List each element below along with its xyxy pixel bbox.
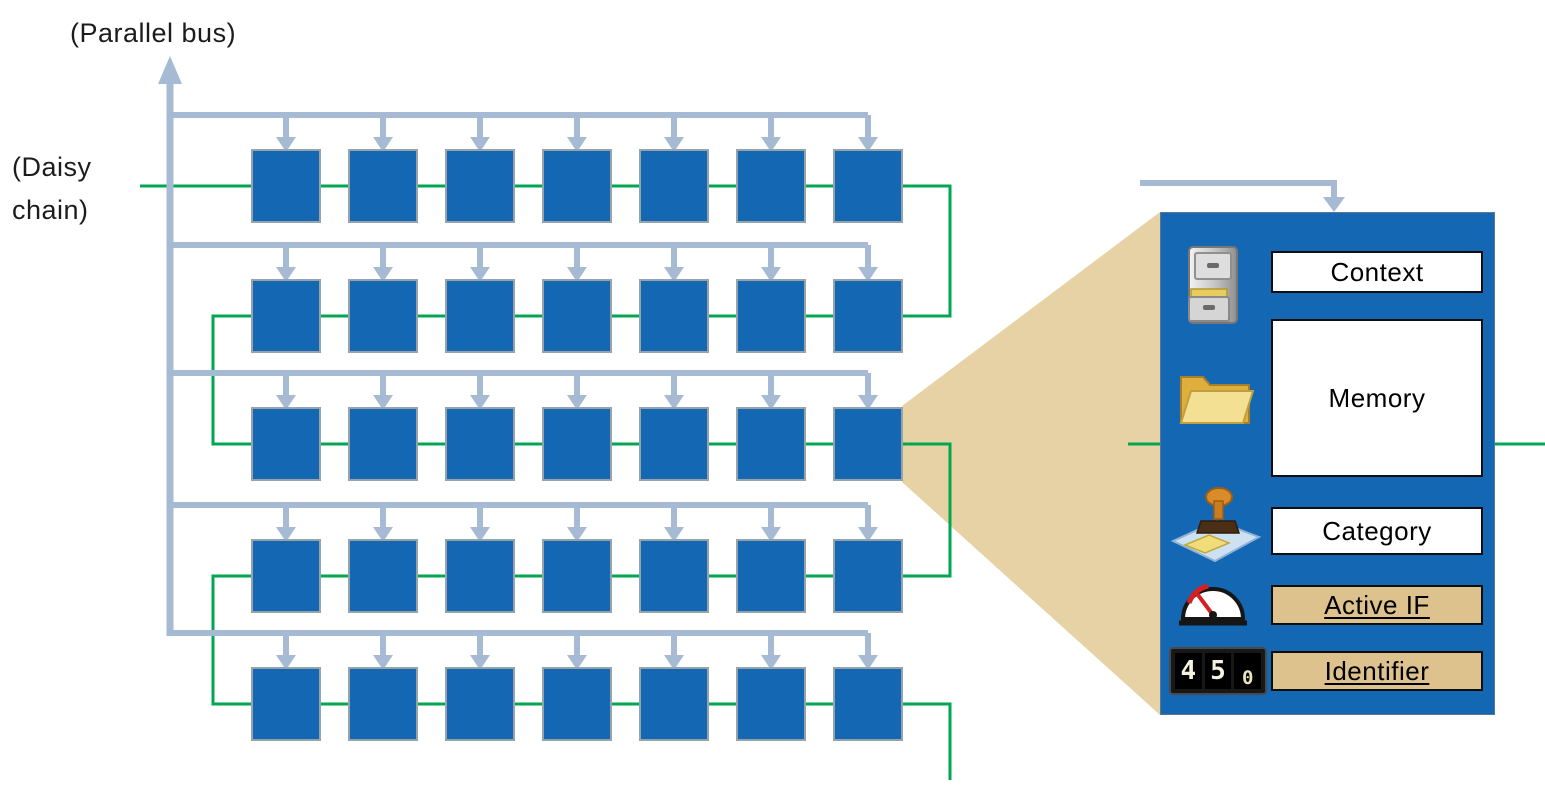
- grid-node: [348, 539, 418, 613]
- bus-arrowhead-icon: [276, 395, 296, 410]
- grid-node: [348, 407, 418, 481]
- grid-node: [251, 407, 321, 481]
- grid-node: [736, 279, 806, 353]
- bus-arrowhead-icon: [761, 527, 781, 542]
- file-cabinet-icon: [1171, 243, 1255, 333]
- counter-digit: 4: [1175, 653, 1202, 689]
- memory-label: Memory: [1328, 382, 1426, 413]
- bus-arrowhead-icon: [276, 137, 296, 152]
- grid-node: [833, 407, 903, 481]
- bus-arrowhead-icon: [664, 527, 684, 542]
- grid-node: [736, 407, 806, 481]
- panel-input-arrow: [1140, 180, 1337, 198]
- grid-node: [639, 149, 709, 223]
- bus-arrowhead-icon: [567, 655, 587, 670]
- bus-arrowhead-icon: [470, 137, 490, 152]
- grid-node: [833, 279, 903, 353]
- counter-digit-rolling: 0: [1234, 653, 1262, 689]
- grid-node: [833, 539, 903, 613]
- context-box: Context: [1271, 251, 1483, 293]
- grid-node: [833, 667, 903, 741]
- grid-node: [542, 279, 612, 353]
- bus-arrowhead-icon: [761, 137, 781, 152]
- bus-arrowhead-icon: [470, 527, 490, 542]
- daisy-chain-label-line1: (Daisy: [12, 152, 92, 182]
- grid-node: [542, 539, 612, 613]
- category-label: Category: [1322, 515, 1432, 546]
- grid-node: [445, 149, 515, 223]
- bus-arrowhead-icon: [567, 395, 587, 410]
- bus-arrowhead-icon: [761, 655, 781, 670]
- bus-arrowhead-icon: [858, 655, 878, 670]
- bus-arrowhead-icon: [373, 527, 393, 542]
- bus-arrowhead-icon: [276, 527, 296, 542]
- panel-input-arrowhead: [1323, 197, 1345, 212]
- bus-arrowhead-icon: [858, 527, 878, 542]
- grid-node: [251, 667, 321, 741]
- bus-arrowhead-icon: [470, 395, 490, 410]
- grid-node: [542, 667, 612, 741]
- gauge-icon: [1175, 573, 1251, 631]
- grid-node: [639, 407, 709, 481]
- grid-node: [736, 539, 806, 613]
- memory-box: Memory: [1271, 319, 1483, 477]
- daisy-chain-label-line2: chain): [12, 195, 89, 225]
- active-if-label: Active IF: [1324, 589, 1430, 620]
- counter-icon: 4 5 0: [1169, 647, 1267, 695]
- identifier-label: Identifier: [1324, 655, 1430, 686]
- grid-node: [833, 149, 903, 223]
- grid-node: [348, 667, 418, 741]
- grid-node: [639, 539, 709, 613]
- detail-panel: 4 5 0 Context Memory Category Active IF …: [1160, 212, 1495, 715]
- grid-node: [736, 667, 806, 741]
- grid-node: [542, 149, 612, 223]
- folder-icon: [1175, 363, 1255, 429]
- grid-node: [251, 539, 321, 613]
- bus-arrowhead-icon: [858, 137, 878, 152]
- grid-node: [445, 407, 515, 481]
- bus-arrowhead-icon: [858, 395, 878, 410]
- bus-arrowhead-icon: [276, 267, 296, 282]
- bus-arrowhead-icon: [858, 267, 878, 282]
- grid-node: [348, 149, 418, 223]
- stamp-icon: [1169, 481, 1262, 565]
- bus-arrowhead-icon: [373, 137, 393, 152]
- bus-arrowhead-icon: [664, 267, 684, 282]
- bus-arrowhead-icon: [567, 267, 587, 282]
- grid-node: [736, 149, 806, 223]
- grid-node: [348, 279, 418, 353]
- parallel-bus-label: (Parallel bus): [70, 18, 237, 48]
- bus-arrowhead-icon: [373, 267, 393, 282]
- bus-arrowhead-icon: [664, 395, 684, 410]
- counter-digit: 5: [1204, 653, 1232, 689]
- bus-arrowhead-icon: [276, 655, 296, 670]
- grid-node: [542, 407, 612, 481]
- bus-arrowhead-icon: [567, 137, 587, 152]
- grid-node: [445, 279, 515, 353]
- bus-arrowhead-icon: [373, 395, 393, 410]
- parallel-bus-axis-arrowhead: [158, 56, 182, 84]
- grid-node: [639, 667, 709, 741]
- grid-node: [445, 667, 515, 741]
- active-if-box: Active IF: [1271, 585, 1483, 625]
- bus-arrowhead-icon: [567, 527, 587, 542]
- grid-node: [639, 279, 709, 353]
- bus-arrowhead-icon: [761, 267, 781, 282]
- zoom-callout-wedge: [902, 212, 1160, 715]
- grid-node: [251, 149, 321, 223]
- grid-node: [251, 279, 321, 353]
- grid-node: [445, 539, 515, 613]
- bus-arrowhead-icon: [470, 267, 490, 282]
- bus-arrowhead-icon: [373, 655, 393, 670]
- bus-arrowhead-icon: [761, 395, 781, 410]
- daisy-chain-label: (Daisy chain): [12, 146, 92, 232]
- bus-arrowhead-icon: [470, 655, 490, 670]
- bus-arrowhead-icon: [664, 655, 684, 670]
- context-label: Context: [1330, 256, 1424, 287]
- category-box: Category: [1271, 507, 1483, 555]
- bus-arrowhead-icon: [664, 137, 684, 152]
- identifier-box: Identifier: [1271, 651, 1483, 691]
